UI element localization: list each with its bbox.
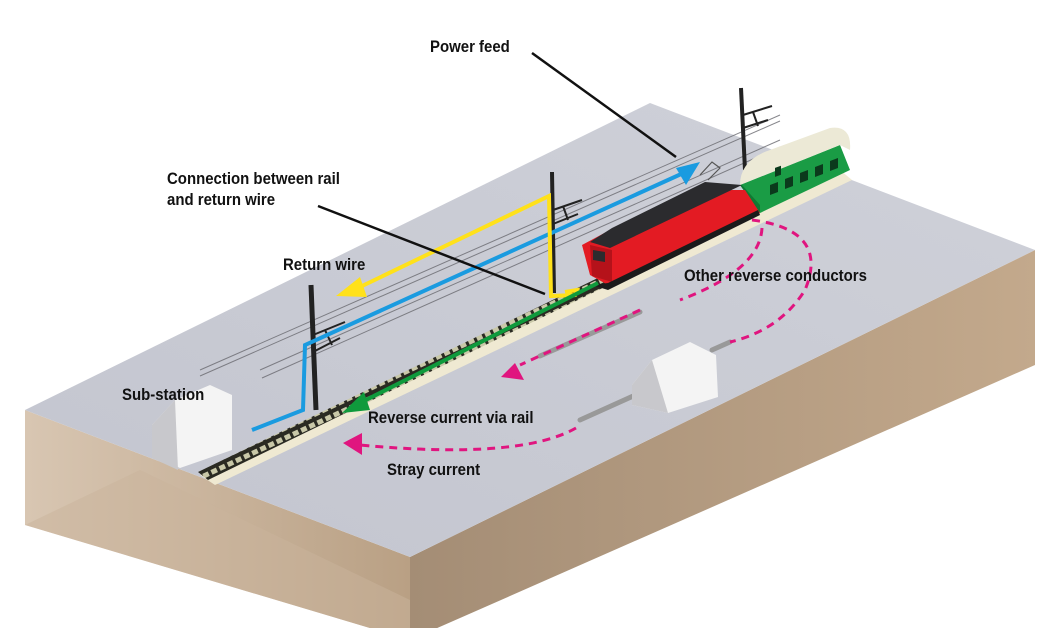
leader-lines <box>317 51 677 296</box>
power-feed-leader <box>531 51 677 159</box>
catenary-wires <box>199 114 781 379</box>
label-other-reverse-conductors: Other reverse conductors <box>684 266 867 285</box>
return-wire-path <box>336 192 581 299</box>
pantograph <box>699 161 721 181</box>
locomotive <box>582 182 760 290</box>
label-sub-station: Sub-station <box>122 385 205 404</box>
other-conductors-arrowhead <box>501 363 524 380</box>
power-feed-path <box>251 162 700 432</box>
sub-station-building <box>152 385 232 470</box>
power-feed-arrowhead <box>676 162 700 185</box>
label-connection-line2: and return wire <box>167 190 276 209</box>
label-power-feed: Power feed <box>430 37 510 56</box>
rail-current-arrowhead <box>342 392 370 413</box>
ground-inner-shadow <box>25 470 410 633</box>
label-reverse-current-via-rail: Reverse current via rail <box>368 408 534 427</box>
stray-current-path <box>359 218 813 452</box>
mast-left <box>308 284 346 411</box>
other-building <box>537 309 733 423</box>
rail-current-path <box>342 281 599 413</box>
carriage-windows <box>770 158 838 195</box>
return-wire-arrowhead <box>336 277 367 297</box>
label-connection-line1: Connection between rail <box>167 169 340 188</box>
stray-current-arrowhead <box>343 433 362 455</box>
ground-right-face <box>410 250 1035 633</box>
train <box>582 127 851 290</box>
connection-leader <box>317 204 546 296</box>
label-return-wire: Return wire <box>283 255 366 274</box>
mast-right <box>739 87 773 171</box>
label-stray-current: Stray current <box>387 460 481 479</box>
